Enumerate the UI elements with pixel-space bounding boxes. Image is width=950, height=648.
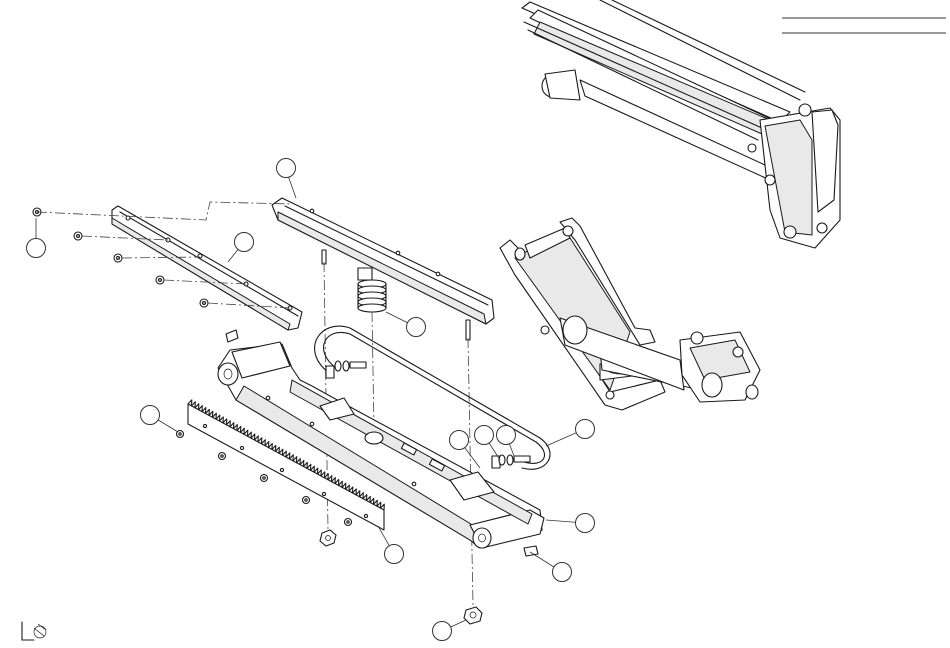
hex-nut-center [320, 530, 336, 546]
coil-spring [358, 280, 386, 312]
callout-circle [553, 563, 572, 582]
left-angle-bracket [33, 202, 302, 330]
callout-circle [450, 431, 469, 450]
strip-screw-2 [219, 453, 226, 460]
tool-logo-icon [22, 622, 46, 640]
strip-screw-5 [345, 519, 352, 526]
callout-balloon-4 [407, 318, 426, 337]
rail-assembly [522, 0, 840, 248]
bolt-set-b [499, 455, 530, 465]
screw-5 [200, 299, 208, 307]
upper-mount-bar [272, 198, 494, 340]
callout-circle [576, 514, 595, 533]
callout-balloon-3 [27, 239, 46, 258]
callout-balloon-13 [433, 622, 452, 641]
callout-balloon-9 [576, 420, 595, 439]
grease-fitting-right [524, 546, 538, 556]
hex-nut-bottom [464, 607, 482, 624]
screw-4 [156, 276, 164, 284]
callout-circle [497, 426, 516, 445]
callout-balloon-5 [141, 406, 160, 425]
callout-balloon-1 [277, 159, 296, 178]
callout-circle [433, 622, 452, 641]
strip-screw-3 [261, 475, 268, 482]
callout-balloon-6 [450, 431, 469, 450]
callout-balloon-10 [576, 514, 595, 533]
callout-balloon-12 [553, 563, 572, 582]
grease-fitting-left [226, 330, 238, 342]
callout-circle [141, 406, 160, 425]
bracket-actuator-assembly [500, 218, 760, 410]
callout-circle [475, 426, 494, 445]
callout-circle [576, 420, 595, 439]
callout-balloon-8 [497, 426, 516, 445]
callout-circle [385, 545, 404, 564]
callout-balloon-7 [475, 426, 494, 445]
callout-balloon-2 [235, 233, 254, 252]
screw-3 [114, 254, 122, 262]
screw-2 [74, 232, 82, 240]
bolt-set-a [335, 361, 366, 371]
callout-circle [407, 318, 426, 337]
callout-circle [235, 233, 254, 252]
title-block [782, 18, 946, 33]
callout-circle [277, 159, 296, 178]
callout-balloon-11 [385, 545, 404, 564]
callout-circle [27, 239, 46, 258]
strip-screw-4 [303, 497, 310, 504]
